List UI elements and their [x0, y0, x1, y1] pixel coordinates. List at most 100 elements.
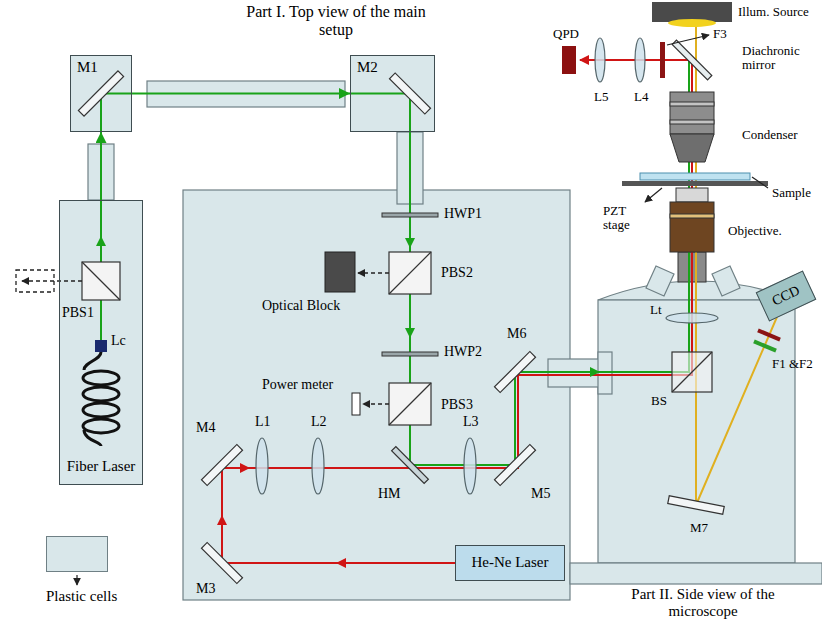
part-label: PBS2 [441, 265, 473, 280]
lens-symbol [464, 438, 476, 494]
objective-symbol [670, 214, 714, 218]
lens-symbol [635, 38, 645, 82]
dashed-beam [363, 403, 389, 404]
illumination-lamp [668, 19, 716, 27]
mirror-symbol [201, 542, 242, 583]
dichroic-mirror [672, 40, 712, 80]
part-label: PZT stage [603, 204, 643, 233]
objective-symbol [670, 202, 714, 252]
part-label: F3 [713, 27, 727, 41]
legend-swatch [46, 536, 108, 572]
condenser-symbol [670, 134, 714, 162]
power-meter [352, 393, 360, 415]
green-laser-beam [101, 94, 132, 133]
part-label: M7 [690, 521, 708, 535]
mirror-mount-box: M1 [70, 55, 132, 132]
dashed-beam [16, 270, 389, 404]
optical-block [325, 252, 355, 292]
leader-line [667, 35, 709, 45]
beam-splitter-cube [389, 383, 431, 425]
plastic-cell-panel [59, 55, 570, 600]
microscope-body [646, 266, 674, 296]
part-label: PBS1 [62, 305, 94, 320]
lens-symbol [312, 438, 324, 494]
part-label: Sample [772, 186, 811, 200]
filter-symbol [753, 339, 777, 352]
lens-symbol [256, 38, 718, 494]
node-title: Fiber Laser [67, 458, 136, 475]
plastic-cell-panel [70, 55, 132, 132]
mirror-symbol [78, 71, 724, 584]
beam-arrowhead [96, 236, 600, 377]
mirror-symbol [494, 351, 535, 392]
beam-splitter-cube [82, 252, 712, 425]
beam-arrowhead [590, 367, 600, 377]
section-heading: Part II. Side view of the microscope [610, 586, 796, 619]
sample-stage [640, 173, 750, 180]
leader-line [77, 35, 768, 585]
beam-arrowhead [405, 238, 415, 248]
section-heading: Part I. Top view of the main setup [246, 3, 426, 38]
part-label: Objective. [728, 224, 782, 238]
fiber-coil [84, 430, 101, 446]
leader-line [752, 177, 768, 188]
node-title: CCD [770, 283, 803, 310]
fiber-collimator [95, 340, 107, 352]
beam-arrowhead [336, 558, 346, 568]
mirror-symbol [494, 444, 535, 485]
part-label: Illum. Source [738, 5, 809, 19]
part-label: L5 [594, 90, 608, 104]
lens-symbol [256, 438, 268, 494]
mirror-symbol [78, 71, 123, 116]
microscope-body [548, 266, 822, 584]
fiber-coil [83, 419, 119, 433]
legend-item: Plastic cells [46, 536, 117, 605]
leader-line [645, 188, 662, 202]
part-label: HM [378, 486, 401, 501]
microscope-body [712, 266, 740, 296]
fiber-collimator [95, 340, 107, 352]
beam-splitter-cube [389, 252, 431, 294]
part-label: HWP1 [444, 206, 482, 221]
green-laser-beam [350, 60, 689, 465]
part-label: Optical Block [262, 298, 340, 313]
green-laser-beam [101, 60, 689, 465]
beam-arrowhead [96, 236, 106, 246]
beam-connector [100, 132, 102, 200]
waveplate [382, 213, 438, 356]
connector-group [101, 94, 350, 201]
illumination-lamp [652, 2, 732, 27]
sample-stage [622, 181, 768, 186]
lens-symbol [595, 38, 605, 82]
quadrant-photodiode [562, 46, 576, 74]
legend: Plastic cells [46, 536, 117, 605]
mirror-symbol [201, 444, 242, 485]
fiber-coil [83, 371, 119, 385]
waveplate [382, 213, 438, 217]
part-label: L1 [255, 414, 271, 429]
beam-connector [132, 93, 350, 95]
objective-symbol [676, 188, 708, 202]
condenser-symbol [670, 120, 714, 124]
waveplate [382, 352, 438, 356]
half-mirror [392, 447, 429, 484]
mirror-symbol [389, 73, 430, 114]
dashed-beam [358, 272, 389, 273]
part-label: L3 [463, 414, 479, 429]
condenser-symbol [670, 92, 714, 134]
plastic-cell-panel [183, 190, 570, 600]
optical-block [325, 252, 355, 292]
sample-stage [622, 173, 768, 186]
part-label: BS [651, 394, 667, 408]
part-label: Condenser [742, 128, 798, 142]
beam-splitter-cube [672, 352, 712, 392]
dichroic-mirror [672, 40, 712, 80]
node-title: He-Ne Laser [471, 554, 548, 571]
beam-arrowhead [217, 463, 346, 568]
part-label: M4 [196, 420, 215, 435]
legend-text: Plastic cells [46, 588, 117, 605]
leader-line [76, 575, 77, 585]
beam-splitter-cube [389, 383, 431, 425]
fiber-coil [83, 387, 119, 401]
